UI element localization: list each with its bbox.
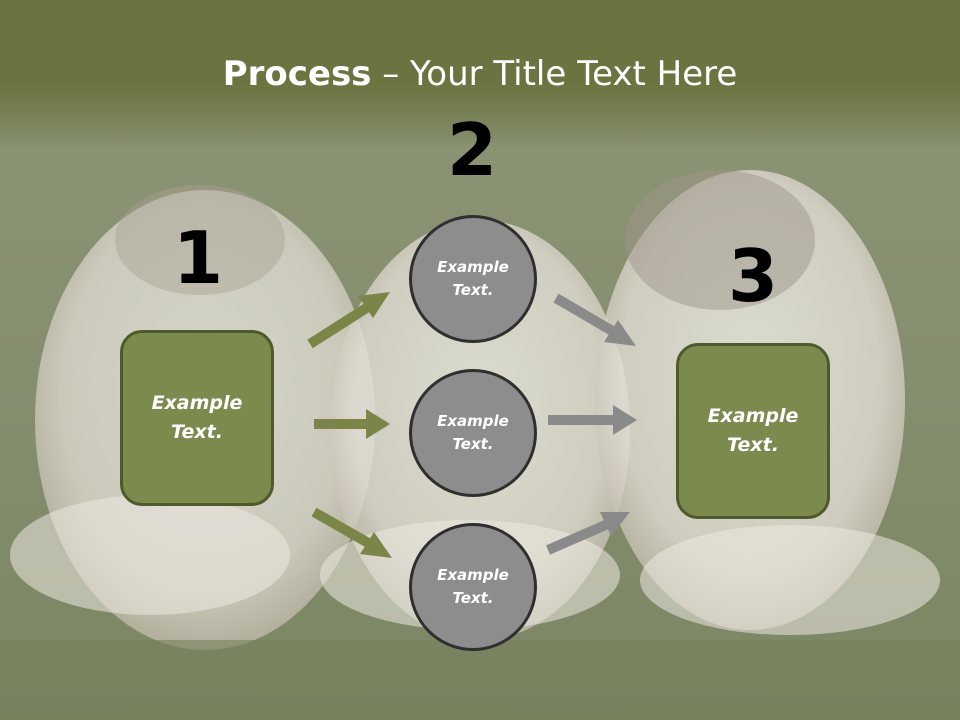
step-3-box: Example Text. (676, 343, 830, 519)
step-number-3: 3 (727, 234, 779, 318)
circle-top: Example Text. (409, 215, 537, 343)
arrow-bottom-circle-to-box (546, 519, 610, 555)
title-rest: – Your Title Text Here (371, 54, 738, 94)
circle-middle-text: Example Text. (437, 412, 509, 453)
circle-bottom-text: Example Text. (437, 566, 509, 607)
arrow-to-bottom-circle (311, 507, 373, 549)
arrow-head-middle (366, 409, 390, 439)
arrow-head-gray-top (604, 320, 636, 346)
arrow-head-gray-middle (613, 405, 637, 435)
step-1-box: Example Text. (120, 330, 274, 506)
step-number-1: 1 (172, 216, 224, 300)
circle-bottom: Example Text. (409, 523, 537, 651)
title-bar (0, 0, 960, 150)
arrow-top-circle-to-box (553, 293, 617, 337)
circle-top-text: Example Text. (437, 258, 509, 299)
step-number-2: 2 (446, 108, 498, 192)
circle-middle: Example Text. (409, 369, 537, 497)
arrow-head-gray-bottom (600, 512, 630, 536)
arrow-head-bottom (360, 532, 392, 558)
title-bold: Process (222, 54, 372, 94)
step-3-text: Example Text. (707, 405, 799, 456)
arrow-head-top (358, 292, 390, 318)
arrow-to-top-circle (307, 302, 371, 349)
step-1-text: Example Text. (151, 392, 243, 443)
page-title: Process – Your Title Text Here (0, 52, 960, 96)
